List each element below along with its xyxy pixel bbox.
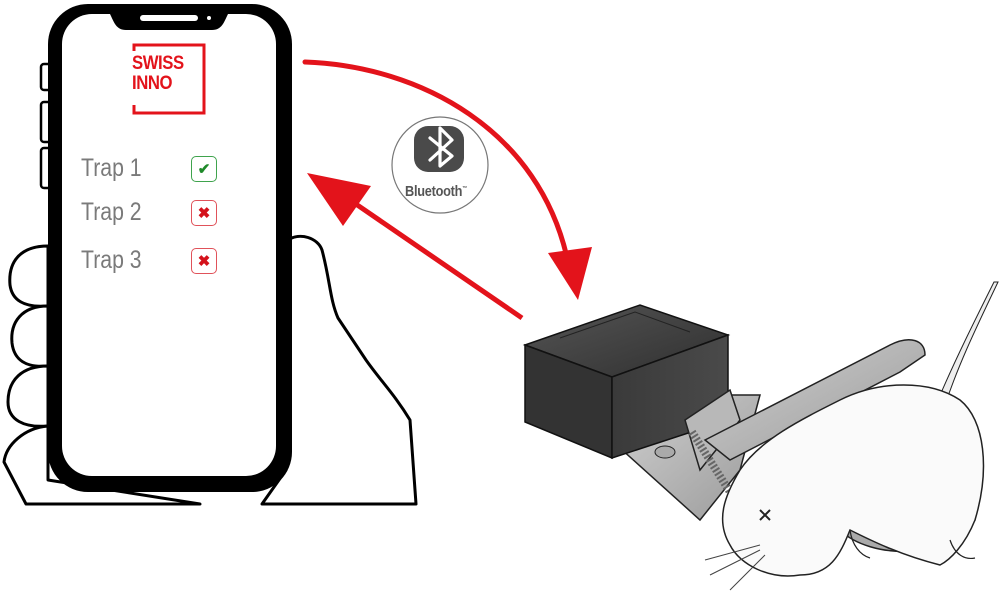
trap-label: Trap 1 xyxy=(81,154,142,182)
x-icon: ✖ xyxy=(191,200,217,226)
brand-logo-frame xyxy=(132,43,206,115)
check-icon: ✔ xyxy=(191,156,217,182)
trap-list-item[interactable]: Trap 1 ✔ xyxy=(81,154,251,184)
x-icon: ✖ xyxy=(191,248,217,274)
arrow-to-trap-icon xyxy=(302,59,592,300)
bluetooth-label: Bluetooth™ xyxy=(405,183,468,200)
trap-label: Trap 2 xyxy=(81,198,142,226)
brand-logo-line1: SWISS xyxy=(132,53,184,74)
trap-list-item[interactable]: Trap 2 ✖ xyxy=(81,198,251,228)
trap-list-item[interactable]: Trap 3 ✖ xyxy=(81,246,251,276)
brand-logo: SWISS INNO xyxy=(132,54,184,94)
arrow-to-phone-icon xyxy=(307,173,524,321)
brand-logo-line2: INNO xyxy=(132,73,173,94)
phone-screen: SWISS INNO Trap 1 ✔ Trap 2 ✖ Trap 3 ✖ xyxy=(62,20,277,475)
trap-label: Trap 3 xyxy=(81,246,142,274)
